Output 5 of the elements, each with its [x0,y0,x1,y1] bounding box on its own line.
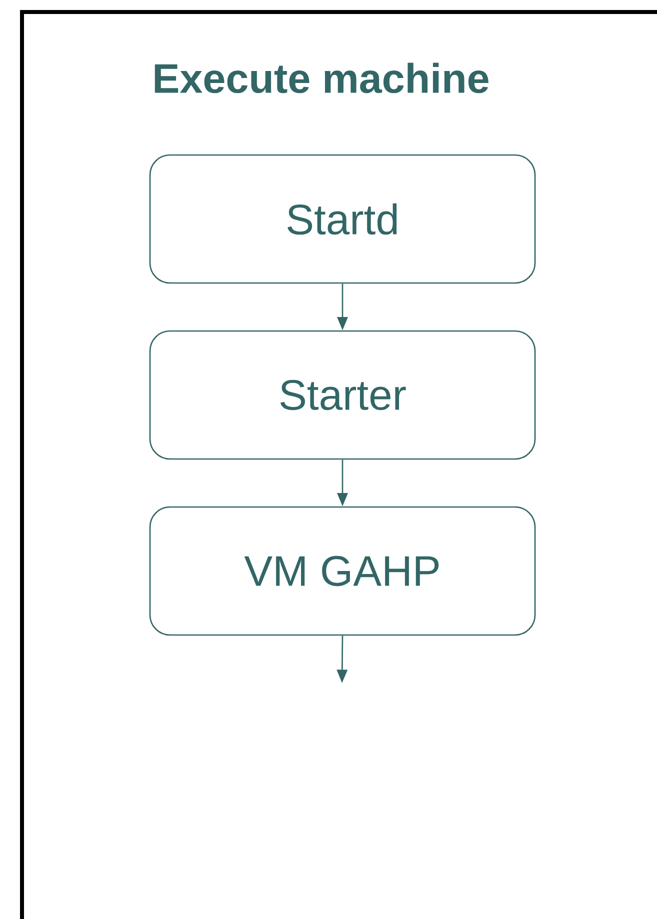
process-box: Starter [149,330,536,460]
process-box: Startd [149,154,536,284]
frame-box [20,10,657,919]
frame-heading: Execute machine [154,62,488,94]
process-box: VM GAHP [149,506,536,636]
